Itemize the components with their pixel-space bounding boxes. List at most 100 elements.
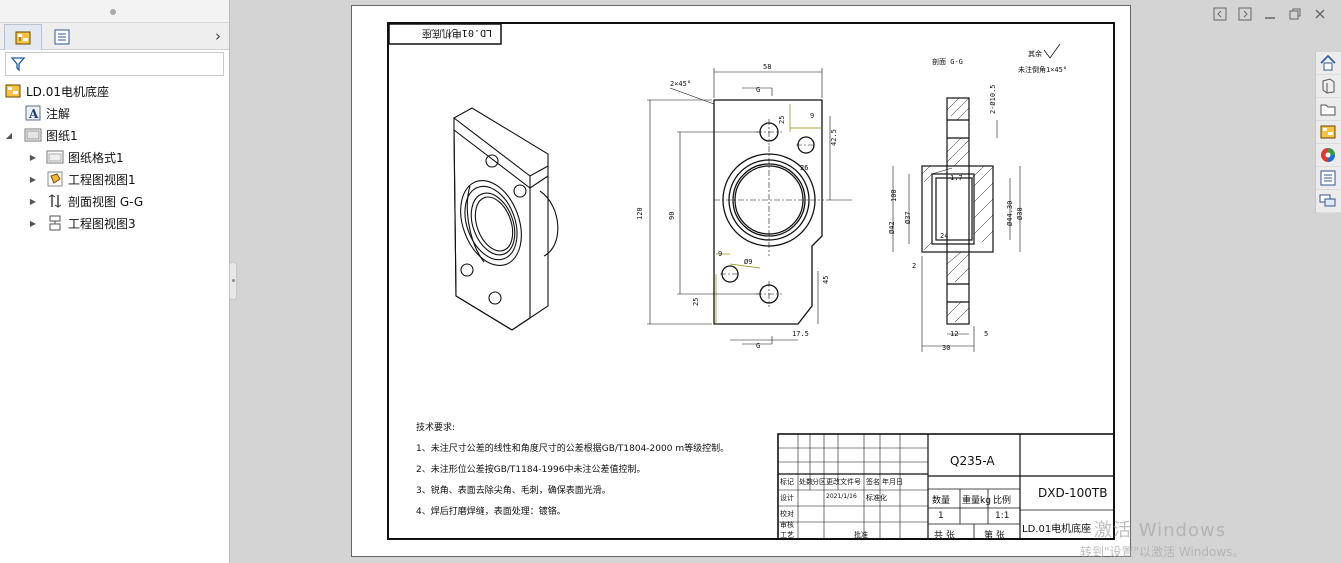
tech-note: 3、锐角、表面去除尖角、毛刺，确保表面光滑。 <box>416 486 611 496</box>
sheet-border <box>387 22 1115 540</box>
section-view-icon <box>46 192 64 210</box>
svg-text:2: 2 <box>912 262 916 270</box>
view-palette-icon[interactable] <box>1316 121 1340 144</box>
projected-view-icon <box>46 214 64 232</box>
svg-text:5: 5 <box>984 330 988 338</box>
activation-watermark-hint: 转到"设置"以激活 Windows。 <box>1080 545 1245 559</box>
tree-item-view1[interactable]: ▶ 工程图视图1 <box>0 168 229 190</box>
home-icon[interactable] <box>1316 52 1340 75</box>
svg-text:2×45°: 2×45° <box>670 80 691 88</box>
svg-text:30: 30 <box>942 344 950 352</box>
svg-text:25: 25 <box>778 116 786 124</box>
surface-finish-icon <box>1043 43 1061 59</box>
tb-process-label: 工艺 <box>780 531 794 539</box>
minimize-icon[interactable] <box>1262 6 1277 21</box>
part-label: LD.01电机底座 <box>422 27 492 40</box>
panel-tab-row: › <box>0 23 229 50</box>
expand-arrow-icon[interactable]: ▶ <box>29 152 37 162</box>
svg-text:未注倒角1×45°: 未注倒角1×45° <box>1018 65 1067 74</box>
svg-text:G: G <box>756 342 760 350</box>
tb-review-label: 审核 <box>780 521 794 529</box>
weight-label: 重量kg <box>962 496 991 506</box>
tb-header: 更改文件号 <box>826 478 861 486</box>
part-label-box <box>388 23 502 45</box>
roughness-note: 其余 未注倒角1×45° <box>1018 43 1067 74</box>
tree-item-annotations[interactable]: A 注解 <box>0 102 229 124</box>
sheet-total: 共 张 <box>934 531 955 541</box>
drawing-view-icon <box>46 170 64 188</box>
svg-text:42.5: 42.5 <box>830 129 838 146</box>
scale-label: 比例 <box>993 496 1012 506</box>
scale-value: 1:1 <box>995 511 1010 521</box>
tree-item-sheet-format[interactable]: ▶ 图纸格式1 <box>0 146 229 168</box>
annotation-icon: A <box>24 104 42 122</box>
tb-header: 分区 <box>812 478 826 486</box>
property-manager-icon <box>54 29 70 45</box>
svg-text:Ø37: Ø37 <box>904 211 912 224</box>
tab-property-manager[interactable] <box>43 24 81 50</box>
section-hatching <box>921 97 994 323</box>
svg-text:G: G <box>756 86 760 94</box>
tile-left-icon[interactable] <box>1212 6 1227 21</box>
tb-header: 处数 <box>799 478 813 486</box>
technical-requirements: 技术要求: 1、未注尺寸公差的线性和角度尺寸的公差根据GB/T1804-2000… <box>416 418 729 523</box>
tree-root-label: LD.01电机底座 <box>26 84 110 99</box>
close-icon[interactable] <box>1312 6 1327 21</box>
tree-filter-input[interactable] <box>5 52 224 76</box>
sheet-format-icon <box>46 148 64 166</box>
chevron-right-icon[interactable]: › <box>215 27 221 45</box>
tree-item-label: 工程图视图3 <box>68 216 136 231</box>
expand-arrow-icon[interactable]: ▶ <box>29 196 37 206</box>
tree-item-label: 工程图视图1 <box>68 172 136 187</box>
svg-text:120: 120 <box>636 207 644 220</box>
filter-icon <box>10 57 26 72</box>
tb-header: 标记 <box>780 478 794 486</box>
appearances-icon[interactable] <box>1316 144 1340 167</box>
tb-design-date: 2021/1/16 <box>826 493 857 500</box>
qty-label: 数量 <box>932 496 951 506</box>
front-view-dim-text: 58 2×45° 120 90 25 9 42.5 26 9 25 45 17.… <box>636 63 838 350</box>
tab-feature-manager[interactable] <box>4 24 42 50</box>
tree-item-sheet1[interactable]: ◢ 图纸1 <box>0 124 229 146</box>
sheet-icon <box>24 126 42 144</box>
task-pane <box>1315 52 1341 213</box>
panel-collapse-handle[interactable] <box>229 262 237 300</box>
isometric-view <box>452 107 559 331</box>
svg-text:Ø30: Ø30 <box>1016 207 1024 220</box>
material: Q235-A <box>950 454 995 468</box>
forum-icon[interactable] <box>1316 190 1340 213</box>
sheet-number: 第 张 <box>984 531 1005 541</box>
svg-text:Ø44.30: Ø44.30 <box>1006 201 1014 226</box>
svg-text:100: 100 <box>890 189 898 202</box>
design-library-icon[interactable] <box>1316 75 1340 98</box>
svg-text:其余: 其余 <box>1028 49 1042 58</box>
drawing-number: DXD-100TB <box>1038 486 1108 500</box>
tb-standardize: 标准化 <box>866 494 887 502</box>
svg-text:24: 24 <box>940 232 948 240</box>
tile-right-icon[interactable] <box>1237 6 1252 21</box>
tree-item-label: 注解 <box>46 106 71 121</box>
tree-item-section-gg[interactable]: ▶ 剖面视图 G-G <box>0 190 229 212</box>
svg-text:17.5: 17.5 <box>792 330 809 338</box>
document-window-controls <box>1212 6 1327 21</box>
front-view-yellow-dims <box>715 104 822 324</box>
feature-manager-icon <box>15 31 31 44</box>
front-view-dimensions <box>647 68 852 345</box>
panel-grip[interactable] <box>0 0 229 23</box>
tree-item-view3[interactable]: ▶ 工程图视图3 <box>0 212 229 234</box>
expand-arrow-icon[interactable]: ▶ <box>29 218 37 228</box>
svg-text:A: A <box>28 107 39 121</box>
expand-arrow-icon[interactable]: ◢ <box>5 130 13 140</box>
drawing-sheet: LD.01电机底座 <box>351 5 1131 557</box>
svg-text:90: 90 <box>668 212 676 220</box>
qty-value: 1 <box>938 511 944 521</box>
restore-icon[interactable] <box>1287 6 1302 21</box>
custom-properties-icon[interactable] <box>1316 167 1340 190</box>
svg-text:Ø42: Ø42 <box>888 221 896 234</box>
tree-root[interactable]: LD.01电机底座 <box>0 80 229 102</box>
tb-header: 年月日 <box>882 478 903 486</box>
expand-arrow-icon[interactable]: ▶ <box>29 174 37 184</box>
tech-title: 技术要求: <box>416 423 456 433</box>
section-view-dims <box>892 120 1021 352</box>
file-explorer-icon[interactable] <box>1316 98 1340 121</box>
